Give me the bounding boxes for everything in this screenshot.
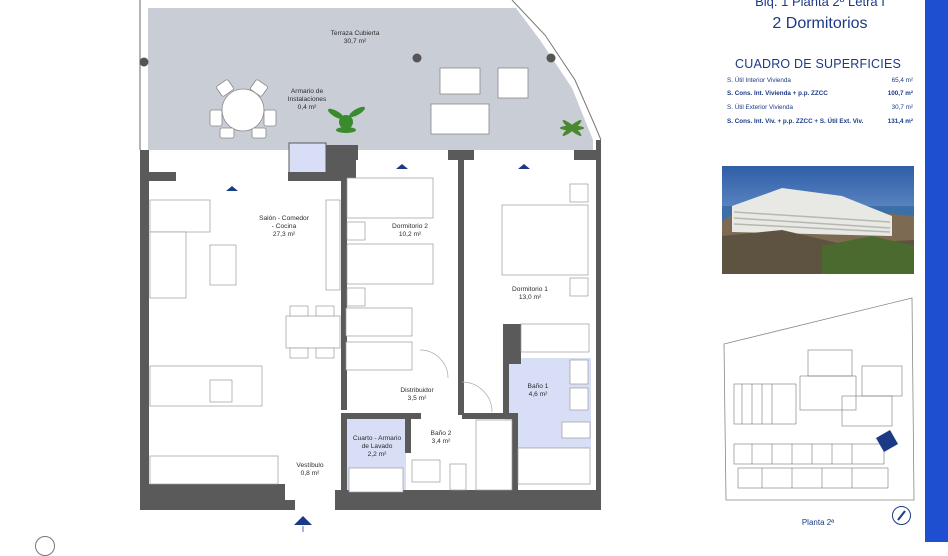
room-name: Salón - Comedor bbox=[259, 215, 309, 222]
surface-row: S. Cons. Int. Vivienda + p.p. ZZCC 100,7… bbox=[727, 90, 913, 97]
unit-highlight bbox=[876, 430, 898, 452]
surface-row: S. Cons. Int. Viv. + p.p. ZZCC + S. Útil… bbox=[727, 118, 913, 125]
terrace-armchair bbox=[497, 67, 529, 99]
room-name: Armario de bbox=[290, 88, 324, 95]
room-name: de Lavado bbox=[361, 443, 393, 450]
surface-label: S. Cons. Int. Vivienda + p.p. ZZCC bbox=[727, 90, 828, 97]
terrace-column bbox=[139, 57, 149, 67]
room-label-dorm1: Dormitorio 1 13,0 m² bbox=[500, 286, 560, 302]
surface-label: S. Útil Interior Vivienda bbox=[727, 77, 791, 84]
entrance-marker: I bbox=[301, 525, 305, 534]
surface-value: 30,7 m² bbox=[891, 104, 913, 111]
room-label-terraza: Terraza Cubierta 30,7 m² bbox=[318, 30, 392, 46]
terrace-sofa bbox=[430, 103, 490, 135]
page-corner-mark bbox=[35, 536, 55, 556]
room-name: Distribuidor bbox=[400, 387, 434, 394]
window-marker-icon bbox=[226, 186, 238, 191]
room-area: 0,8 m² bbox=[300, 470, 320, 477]
room-name: Dormitorio 2 bbox=[392, 223, 428, 230]
interior-furniture bbox=[149, 177, 591, 493]
door-swing bbox=[461, 381, 493, 413]
surface-value: 100,7 m² bbox=[887, 90, 913, 97]
room-label-distribuidor: Distribuidor 3,5 m² bbox=[387, 387, 447, 403]
room-area: 3,5 m² bbox=[407, 395, 427, 402]
room-area: 30,7 m² bbox=[343, 38, 367, 45]
unit-title: 2 Dormitorios bbox=[772, 15, 868, 32]
room-name: - Cocina bbox=[271, 223, 297, 230]
door-swing bbox=[419, 349, 449, 379]
room-label-bano2: Baño 2 3,4 m² bbox=[418, 430, 464, 446]
room-area: 10,2 m² bbox=[398, 231, 422, 238]
room-area: 4,6 m² bbox=[528, 391, 548, 398]
room-label-salon: Salón - Comedor - Cocina 27,3 m² bbox=[250, 215, 318, 239]
room-label-vestibulo: Vestíbulo 0,8 m² bbox=[288, 462, 332, 478]
room-area: 13,0 m² bbox=[518, 294, 542, 301]
room-label-bano1: Baño 1 4,6 m² bbox=[515, 383, 561, 399]
surface-row: S. Útil Exterior Vivienda 30,7 m² bbox=[727, 104, 913, 111]
keyplan-label: Planta 2ª bbox=[801, 518, 835, 527]
entrance-arrow-icon bbox=[294, 516, 312, 525]
terrace-table bbox=[439, 67, 481, 95]
plant-icon bbox=[328, 106, 365, 133]
room-area: 2,2 m² bbox=[367, 451, 387, 458]
window-marker-icon bbox=[518, 164, 530, 169]
room-area: 27,3 m² bbox=[272, 231, 296, 238]
room-name: Terraza Cubierta bbox=[330, 30, 380, 37]
surface-label: S. Cons. Int. Viv. + p.p. ZZCC + S. Útil… bbox=[727, 118, 864, 125]
room-label-armario: Armario de Instalaciones 0,4 m² bbox=[282, 88, 332, 112]
room-name: Baño 1 bbox=[527, 383, 549, 390]
room-name: Dormitorio 1 bbox=[512, 286, 548, 293]
surface-value: 131,4 m² bbox=[887, 118, 913, 125]
window-marker-icon bbox=[396, 164, 408, 169]
room-name: Cuarto - Armario bbox=[352, 435, 402, 442]
accent-bar bbox=[925, 0, 948, 542]
room-label-lavado: Cuarto - Armario de Lavado 2,2 m² bbox=[346, 435, 408, 459]
plant-icon bbox=[560, 120, 584, 136]
building-photo bbox=[722, 166, 914, 274]
terrace-column bbox=[546, 53, 556, 63]
walls bbox=[140, 140, 601, 510]
room-name: Baño 2 bbox=[430, 430, 452, 437]
room-label-dorm2: Dormitorio 2 10,2 m² bbox=[380, 223, 440, 239]
terrace-rail bbox=[511, 0, 602, 141]
compass-icon bbox=[892, 506, 911, 525]
surface-row: S. Útil Interior Vivienda 65,4 m² bbox=[727, 77, 913, 84]
unit-subtitle: Blq. 1 Planta 2º Letra I bbox=[755, 0, 885, 9]
room-area: 3,4 m² bbox=[431, 438, 451, 445]
surface-label: S. Útil Exterior Vivienda bbox=[727, 104, 794, 111]
floor-plan bbox=[139, 0, 602, 525]
armario-instalaciones-area bbox=[288, 142, 327, 174]
terrace-dining-set bbox=[209, 79, 277, 139]
vestibulo-area bbox=[285, 448, 335, 498]
room-area: 0,4 m² bbox=[297, 104, 317, 111]
surfaces-title: CUADRO DE SUPERFICIES bbox=[734, 57, 902, 71]
building-photo-image bbox=[722, 166, 914, 274]
surface-value: 65,4 m² bbox=[891, 77, 913, 84]
terrace-column bbox=[412, 53, 422, 63]
room-name: Vestíbulo bbox=[296, 462, 324, 469]
room-name: Instalaciones bbox=[287, 96, 327, 103]
site-key-plan bbox=[723, 297, 915, 501]
